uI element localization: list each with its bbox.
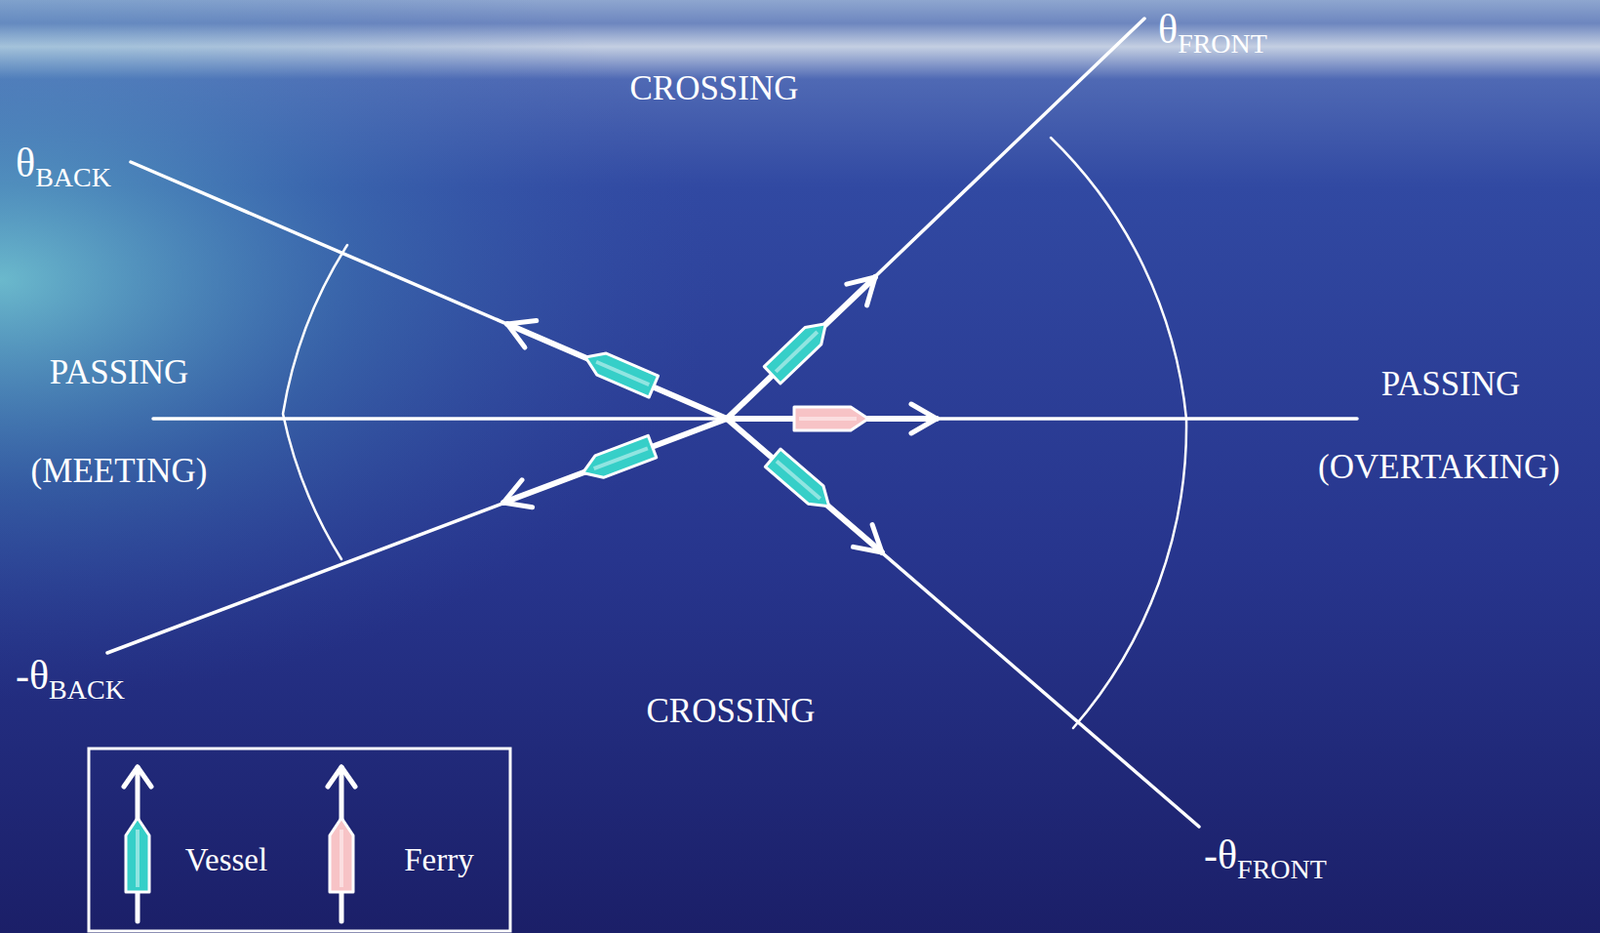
symbol-text: θ [15,140,36,186]
sector-label: CROSSING [645,691,815,731]
symbol-text: -θ [15,652,49,698]
legend-text: Vessel [185,841,268,880]
vessel-track [503,418,727,503]
vessel-icon [578,435,657,483]
symbol-text: θ [1158,6,1178,52]
arrowhead [911,403,937,434]
subscript-text: FRONT [1177,28,1268,59]
arrowhead [853,524,892,564]
back-sector-arc [282,244,348,560]
sector-note: (MEETING) [31,451,208,491]
sector-note: (OVERTAKING) [1318,447,1560,487]
vessel-icon [580,346,658,398]
legend-text: Ferry [403,841,474,880]
arrowhead [123,766,152,787]
arrowhead [498,480,533,517]
angle-label: -θBACK [15,651,125,706]
ferry-icon [329,817,354,892]
front-limit-line [726,418,1200,827]
sector-label: PASSING [49,353,190,393]
vessel-icon [125,817,150,892]
front-sector-arc [1050,137,1187,728]
sector-label: PASSING [1381,364,1521,404]
subscript-text: FRONT [1237,853,1327,884]
subscript-text: BACK [35,161,112,193]
angle-label: θBACK [15,139,112,194]
vessel-track [507,323,727,419]
sector-label: CROSSING [629,69,799,109]
arrowhead [327,766,356,787]
heading-line [153,416,1358,421]
legend-icons [123,766,356,921]
angle-label: -θFRONT [1203,831,1327,885]
vessel-track [726,277,876,419]
legend-frame [88,748,511,931]
vessel-icon [764,448,837,516]
back-limit-line [130,161,727,419]
ferry-icon [794,406,869,431]
arrowhead [501,310,537,348]
subscript-text: BACK [48,674,125,705]
symbol-text: -θ [1203,832,1238,878]
sector-lines [107,18,1358,827]
arrowhead [846,266,886,306]
vessel-track [726,418,882,553]
angle-label: θFRONT [1158,5,1268,60]
vessel-icon [763,315,834,384]
